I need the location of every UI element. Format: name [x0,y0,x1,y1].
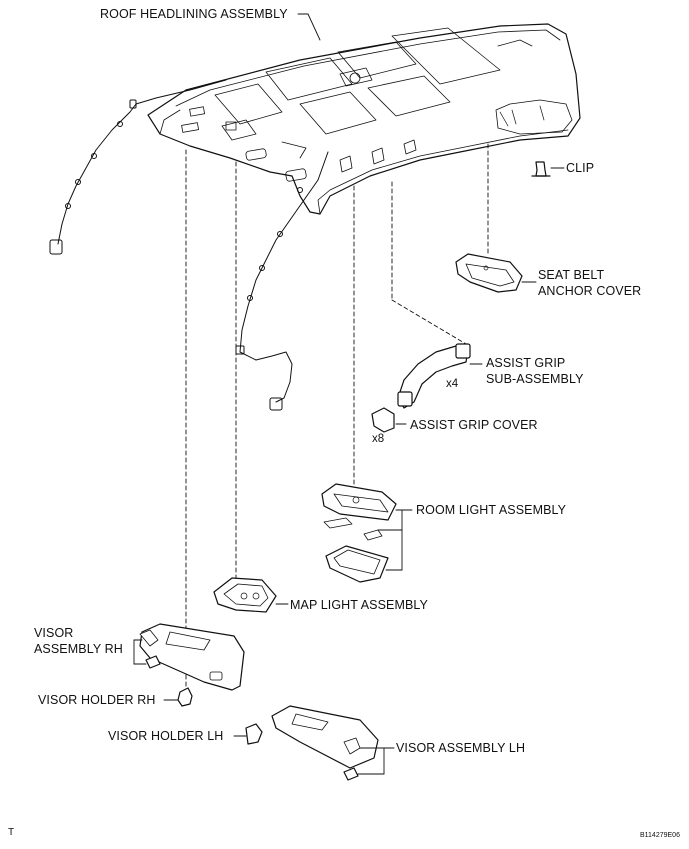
map-light-part [213,577,289,613]
assist-grip-cover-part [371,407,407,433]
seat-belt-anchor-cover-part [455,253,537,293]
visor-rh-part [133,623,245,707]
label-assist-grip-line1: ASSIST GRIP [486,356,566,370]
assist-grip-part [397,343,483,409]
label-visor-holder-lh: VISOR HOLDER LH [108,729,224,743]
wire-harness-right [235,151,329,411]
figure-id: B114279E06 [640,832,680,839]
clip-part [531,161,565,177]
quantity-assist-grip: x4 [446,378,459,390]
label-seat-belt-anchor-cover-line2: ANCHOR COVER [538,284,642,298]
footer-left-mark: T [8,827,15,838]
label-room-light: ROOM LIGHT ASSEMBLY [416,503,567,517]
room-light-part [321,483,413,583]
label-assist-grip-line2: SUB-ASSEMBLY [486,372,584,386]
quantity-assist-grip-cover: x8 [372,433,385,445]
roof-headlining-part [147,23,581,215]
label-visor-lh: VISOR ASSEMBLY LH [396,741,526,755]
label-visor-rh-line1: VISOR [34,626,74,640]
label-map-light: MAP LIGHT ASSEMBLY [290,598,428,612]
label-seat-belt-anchor-cover-line1: SEAT BELT [538,268,605,282]
label-visor-rh-line2: ASSEMBLY RH [34,642,123,656]
dashed-leader-lines [185,143,489,691]
label-roof-headlining: ROOF HEADLINING ASSEMBLY [100,7,288,21]
visor-lh-part [271,705,395,781]
visor-holder-lh-part [233,723,263,745]
roof-headlining-leader [297,13,321,41]
wire-harness-left [49,79,227,255]
label-visor-holder-rh: VISOR HOLDER RH [38,693,156,707]
label-assist-grip-cover: ASSIST GRIP COVER [410,418,538,432]
label-clip: CLIP [566,161,595,175]
